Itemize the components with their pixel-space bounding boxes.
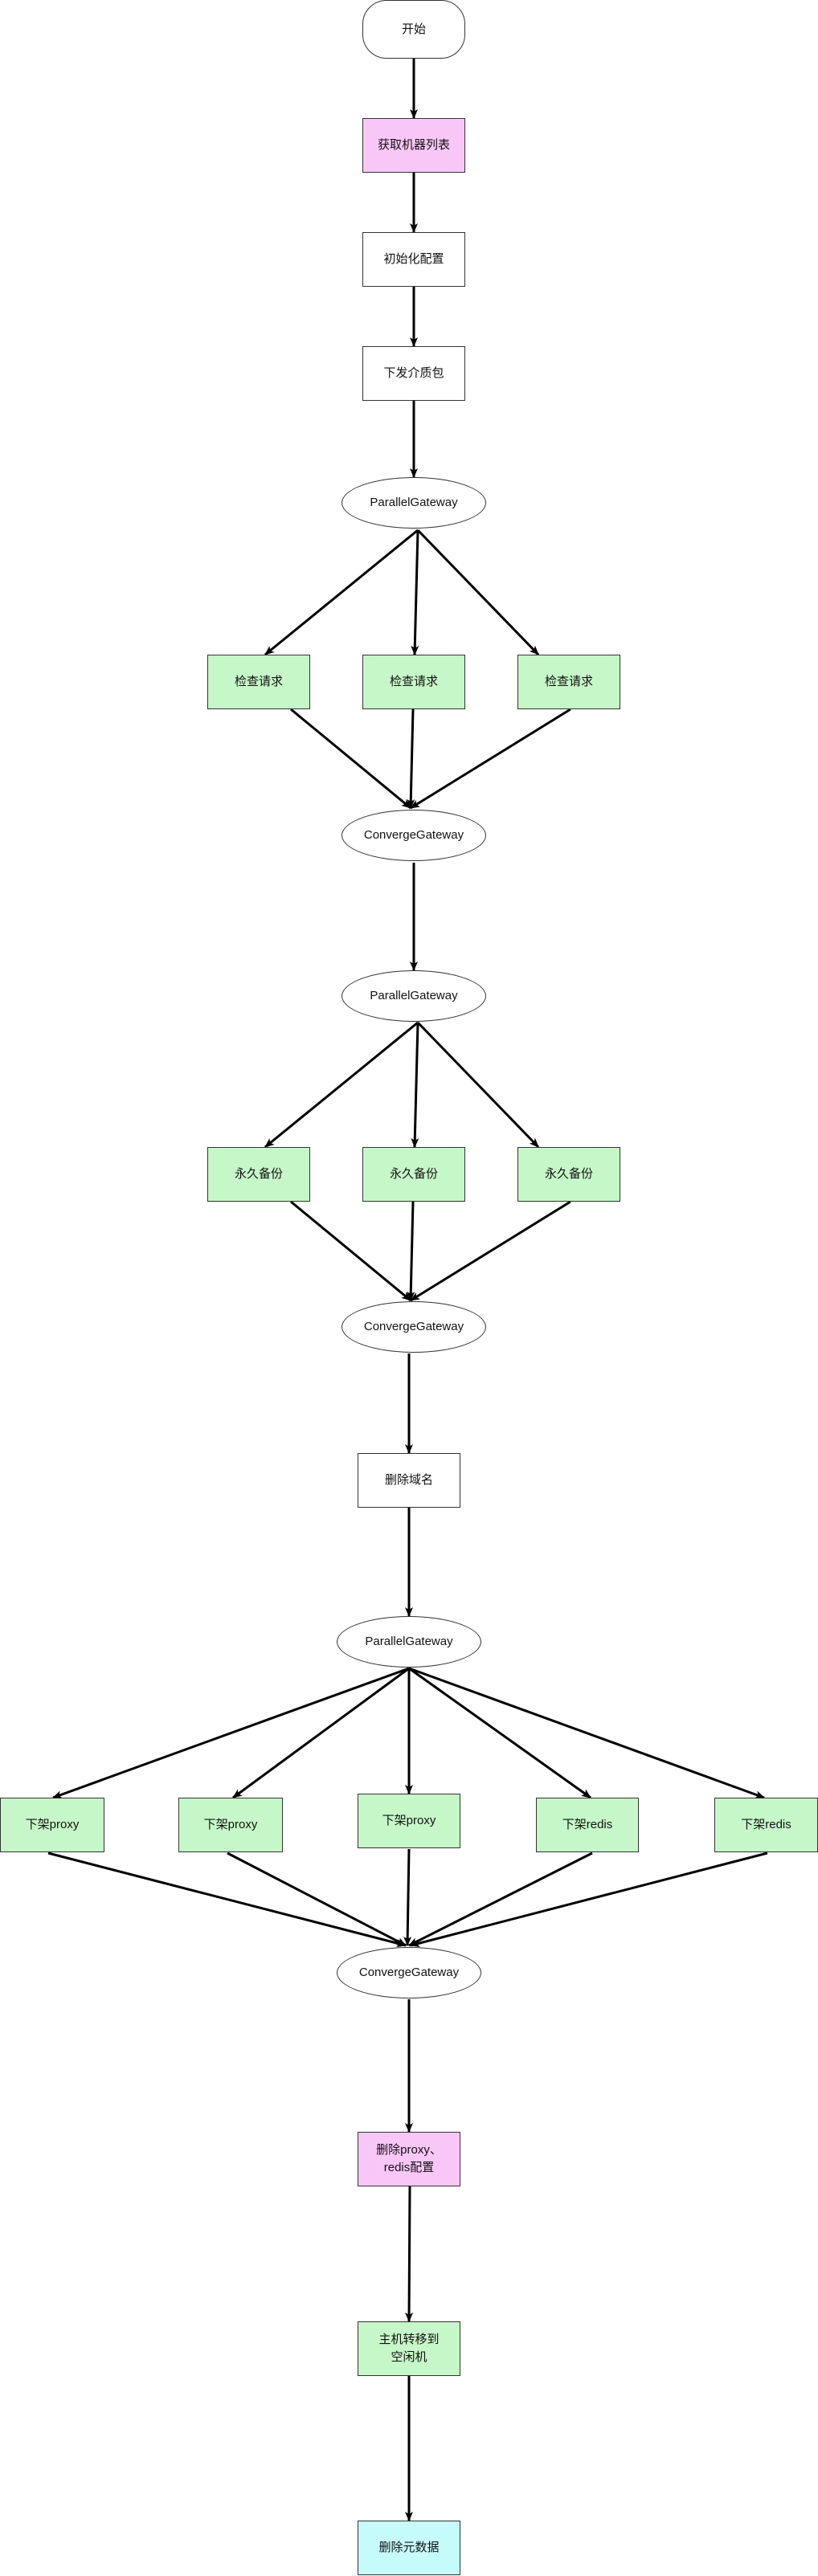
check-request-node-1: 检查请求 (207, 655, 310, 709)
edge-check-2-to-converge-1 (407, 708, 415, 809)
permanent-backup-node-2: 永久备份 (362, 1147, 465, 1202)
offline-proxy-node-1: 下架proxy (0, 1798, 104, 1852)
edge-check-3-to-converge-1 (410, 708, 571, 810)
edge-backup-2-to-converge-2 (407, 1201, 415, 1301)
offline-redis-node-1: 下架redis (536, 1798, 639, 1852)
edge-proxy-1-to-converge-3 (47, 1851, 407, 1948)
check-request-node-3: 检查请求 (517, 655, 620, 709)
edge-check-1-to-converge-1 (290, 708, 411, 810)
start-node: 开始 (362, 0, 465, 59)
parallel-gateway-2: ParallelGateway (342, 970, 486, 1022)
edge-parallel-3-to-redis-2 (408, 1667, 765, 1799)
edge-proxy-2-to-converge-3 (227, 1851, 407, 1947)
edge-parallel-1-to-check-1 (264, 529, 419, 656)
offline-proxy-node-3: 下架proxy (358, 1794, 460, 1848)
edge-redis-1-to-converge-3 (408, 1851, 593, 1947)
parallel-gateway-1: ParallelGateway (342, 477, 486, 529)
converge-gateway-1: ConvergeGateway (342, 810, 486, 861)
converge-gateway-3: ConvergeGateway (337, 1947, 481, 1998)
delete-config-node: 删除proxy、 redis配置 (358, 2132, 460, 2186)
edge-backup-1-to-converge-2 (290, 1200, 411, 1302)
edge-parallel-2-to-backup-3 (416, 1021, 540, 1149)
move-host-node: 主机转移到 空闲机 (358, 2321, 460, 2376)
edge-parallel-3-to-proxy-1 (52, 1667, 410, 1799)
init-config-node: 初始化配置 (362, 232, 465, 287)
get-machines-node: 获取机器列表 (362, 118, 465, 173)
edge-parallel-3-to-redis-1 (408, 1667, 591, 1799)
permanent-backup-node-1: 永久备份 (207, 1147, 310, 1202)
edge-parallel-2-to-backup-2 (411, 1022, 419, 1148)
permanent-backup-node-3: 永久备份 (517, 1147, 620, 1202)
edge-delete-config-to-move-host (405, 2186, 414, 2322)
edge-parallel-1-to-check-2 (411, 529, 419, 655)
edge-parallel-3-to-proxy-2 (232, 1667, 410, 1799)
edge-backup-3-to-converge-2 (410, 1200, 571, 1302)
converge-gateway-2: ConvergeGateway (342, 1301, 486, 1353)
edge-redis-2-to-converge-3 (410, 1851, 768, 1948)
edge-parallel-2-to-backup-1 (264, 1021, 419, 1149)
offline-proxy-node-2: 下架proxy (178, 1798, 283, 1852)
delete-metadata-node: 删除元数据 (358, 2521, 460, 2575)
edge-parallel-1-to-check-3 (416, 529, 540, 656)
send-package-node: 下发介质包 (362, 346, 465, 401)
check-request-node-2: 检查请求 (362, 655, 465, 709)
offline-redis-node-2: 下架redis (714, 1798, 818, 1852)
edge-proxy-3-to-converge-3 (403, 1848, 412, 1946)
delete-domain-node: 删除域名 (358, 1453, 460, 1508)
parallel-gateway-3: ParallelGateway (337, 1616, 481, 1668)
